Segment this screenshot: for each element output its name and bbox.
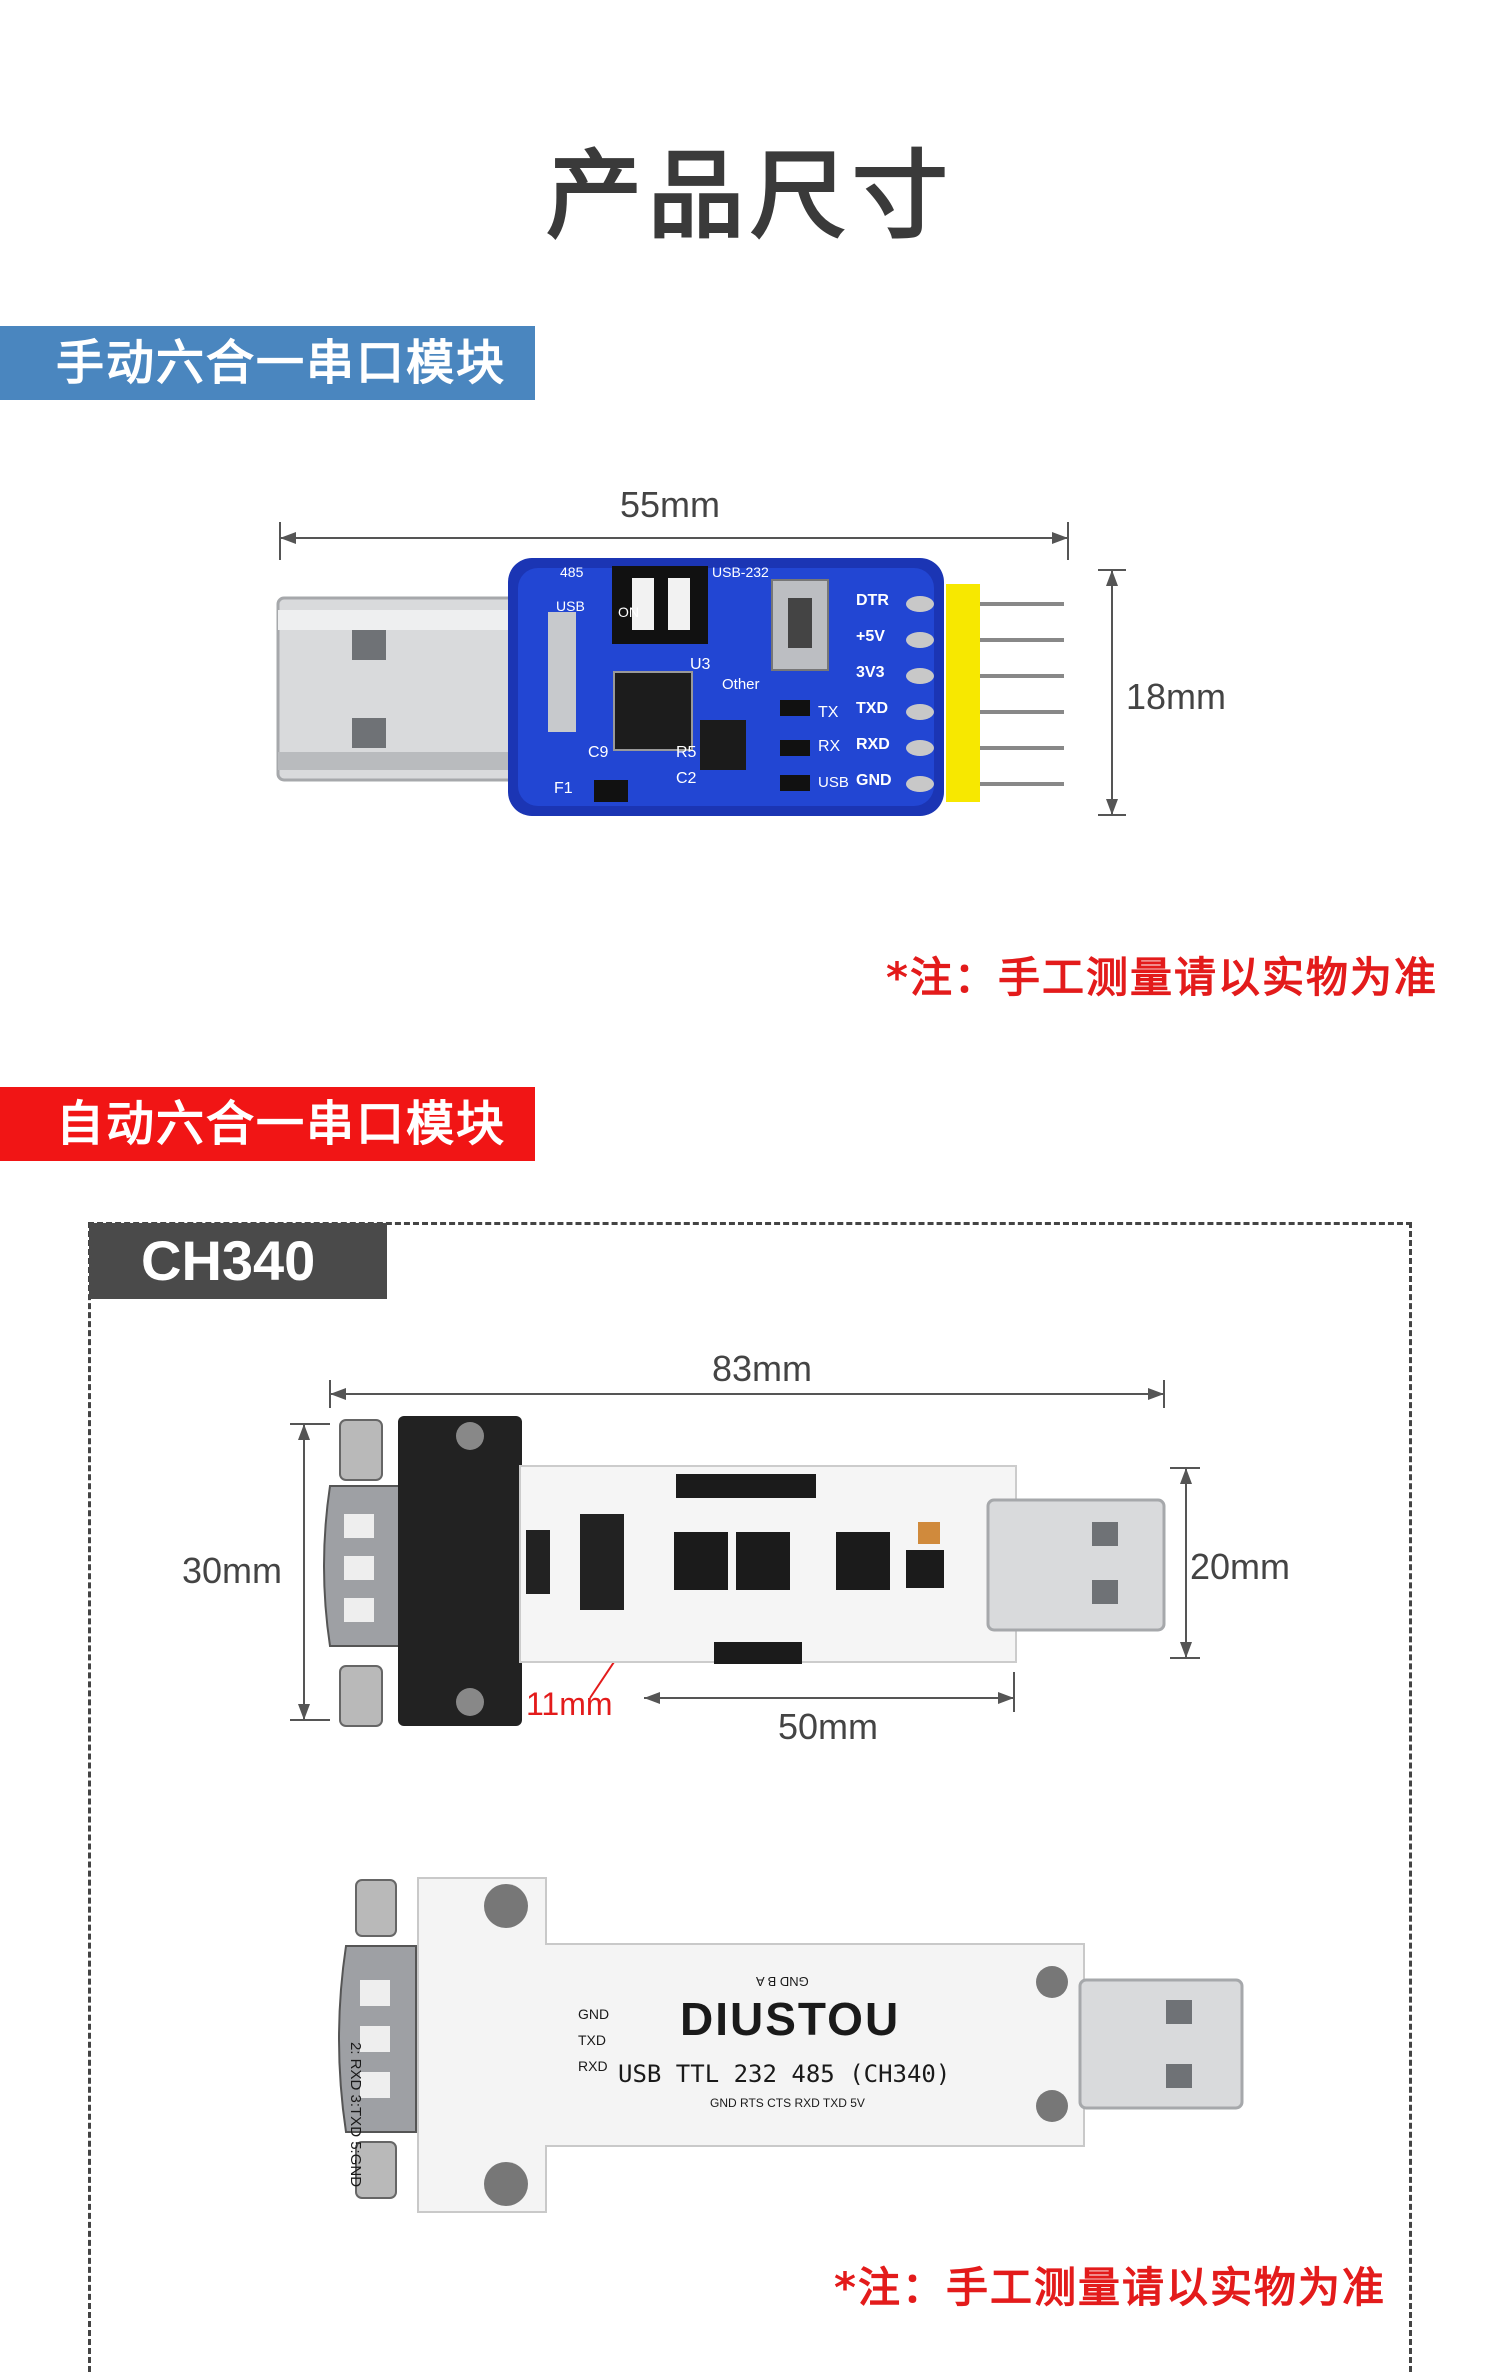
board-label-rx: RX [818, 738, 841, 755]
page-title: 产品尺寸 [546, 140, 954, 252]
illustration-layer [276, 522, 1244, 2213]
board-label-r5: R5 [676, 744, 697, 761]
board-label-usb232: USB-232 [712, 564, 769, 580]
back-brand: DIUSTOU [680, 1993, 901, 2045]
pin-label-3v3: 3V3 [856, 664, 885, 681]
dim-height-20: 20mm [1190, 1546, 1291, 1587]
board-label-usb-led: USB [818, 774, 849, 791]
dim-width-55: 55mm [620, 484, 721, 525]
pin-label-rxd: RXD [856, 736, 890, 753]
board-label-other: Other [722, 676, 760, 693]
board-label-usb: USB [556, 598, 585, 614]
dim-length-50: 50mm [778, 1706, 879, 1747]
board-label-tx: TX [818, 704, 839, 721]
back-model: USB TTL 232 485 (CH340) [618, 2060, 951, 2088]
section-label-auto: 自动六合一串口模块 [0, 1087, 535, 1161]
back-pins-bottom: GND RTS CTS RXD TXD 5V [710, 2096, 865, 2110]
auto-module-front-board [290, 1380, 1200, 1727]
dim-height-18: 18mm [1126, 676, 1227, 717]
pin-label-gnd: GND [856, 772, 892, 789]
board-label-485: 485 [560, 564, 584, 580]
board-label-f1: F1 [554, 780, 573, 797]
dim-length-83: 83mm [712, 1348, 813, 1389]
manual-module-board [276, 522, 1126, 816]
pin-label-5v: +5V [856, 628, 885, 645]
back-pins-485: GND B A [756, 1974, 809, 1989]
chip-label-ch340: CH340 [89, 1223, 387, 1299]
pin-label-txd: TXD [856, 700, 888, 717]
ch340-frame [88, 1222, 1412, 2372]
board-label-u3: U3 [690, 656, 711, 673]
auto-module-back-board [338, 1877, 1244, 2213]
dim-height-30: 30mm [182, 1550, 283, 1591]
board-label-c9: C9 [588, 744, 609, 761]
board-label-on: ON [618, 604, 639, 620]
back-pin-gnd: GND [578, 2006, 610, 2022]
back-rs232-pins: 2: RXD 3:TXD 5:GND [347, 2042, 364, 2188]
board-label-c2: C2 [676, 770, 697, 787]
section-label-manual: 手动六合一串口模块 [0, 326, 535, 400]
back-pin-txd: TXD [578, 2032, 606, 2048]
measurement-note-1: *注：手工测量请以实物为准 [886, 953, 1438, 1002]
back-pin-rxd: RXD [578, 2058, 608, 2074]
pin-label-dtr: DTR [856, 592, 889, 609]
dim-hole-11: 11mm [526, 1686, 613, 1722]
measurement-note-2: *注：手工测量请以实物为准 [834, 2263, 1386, 2312]
